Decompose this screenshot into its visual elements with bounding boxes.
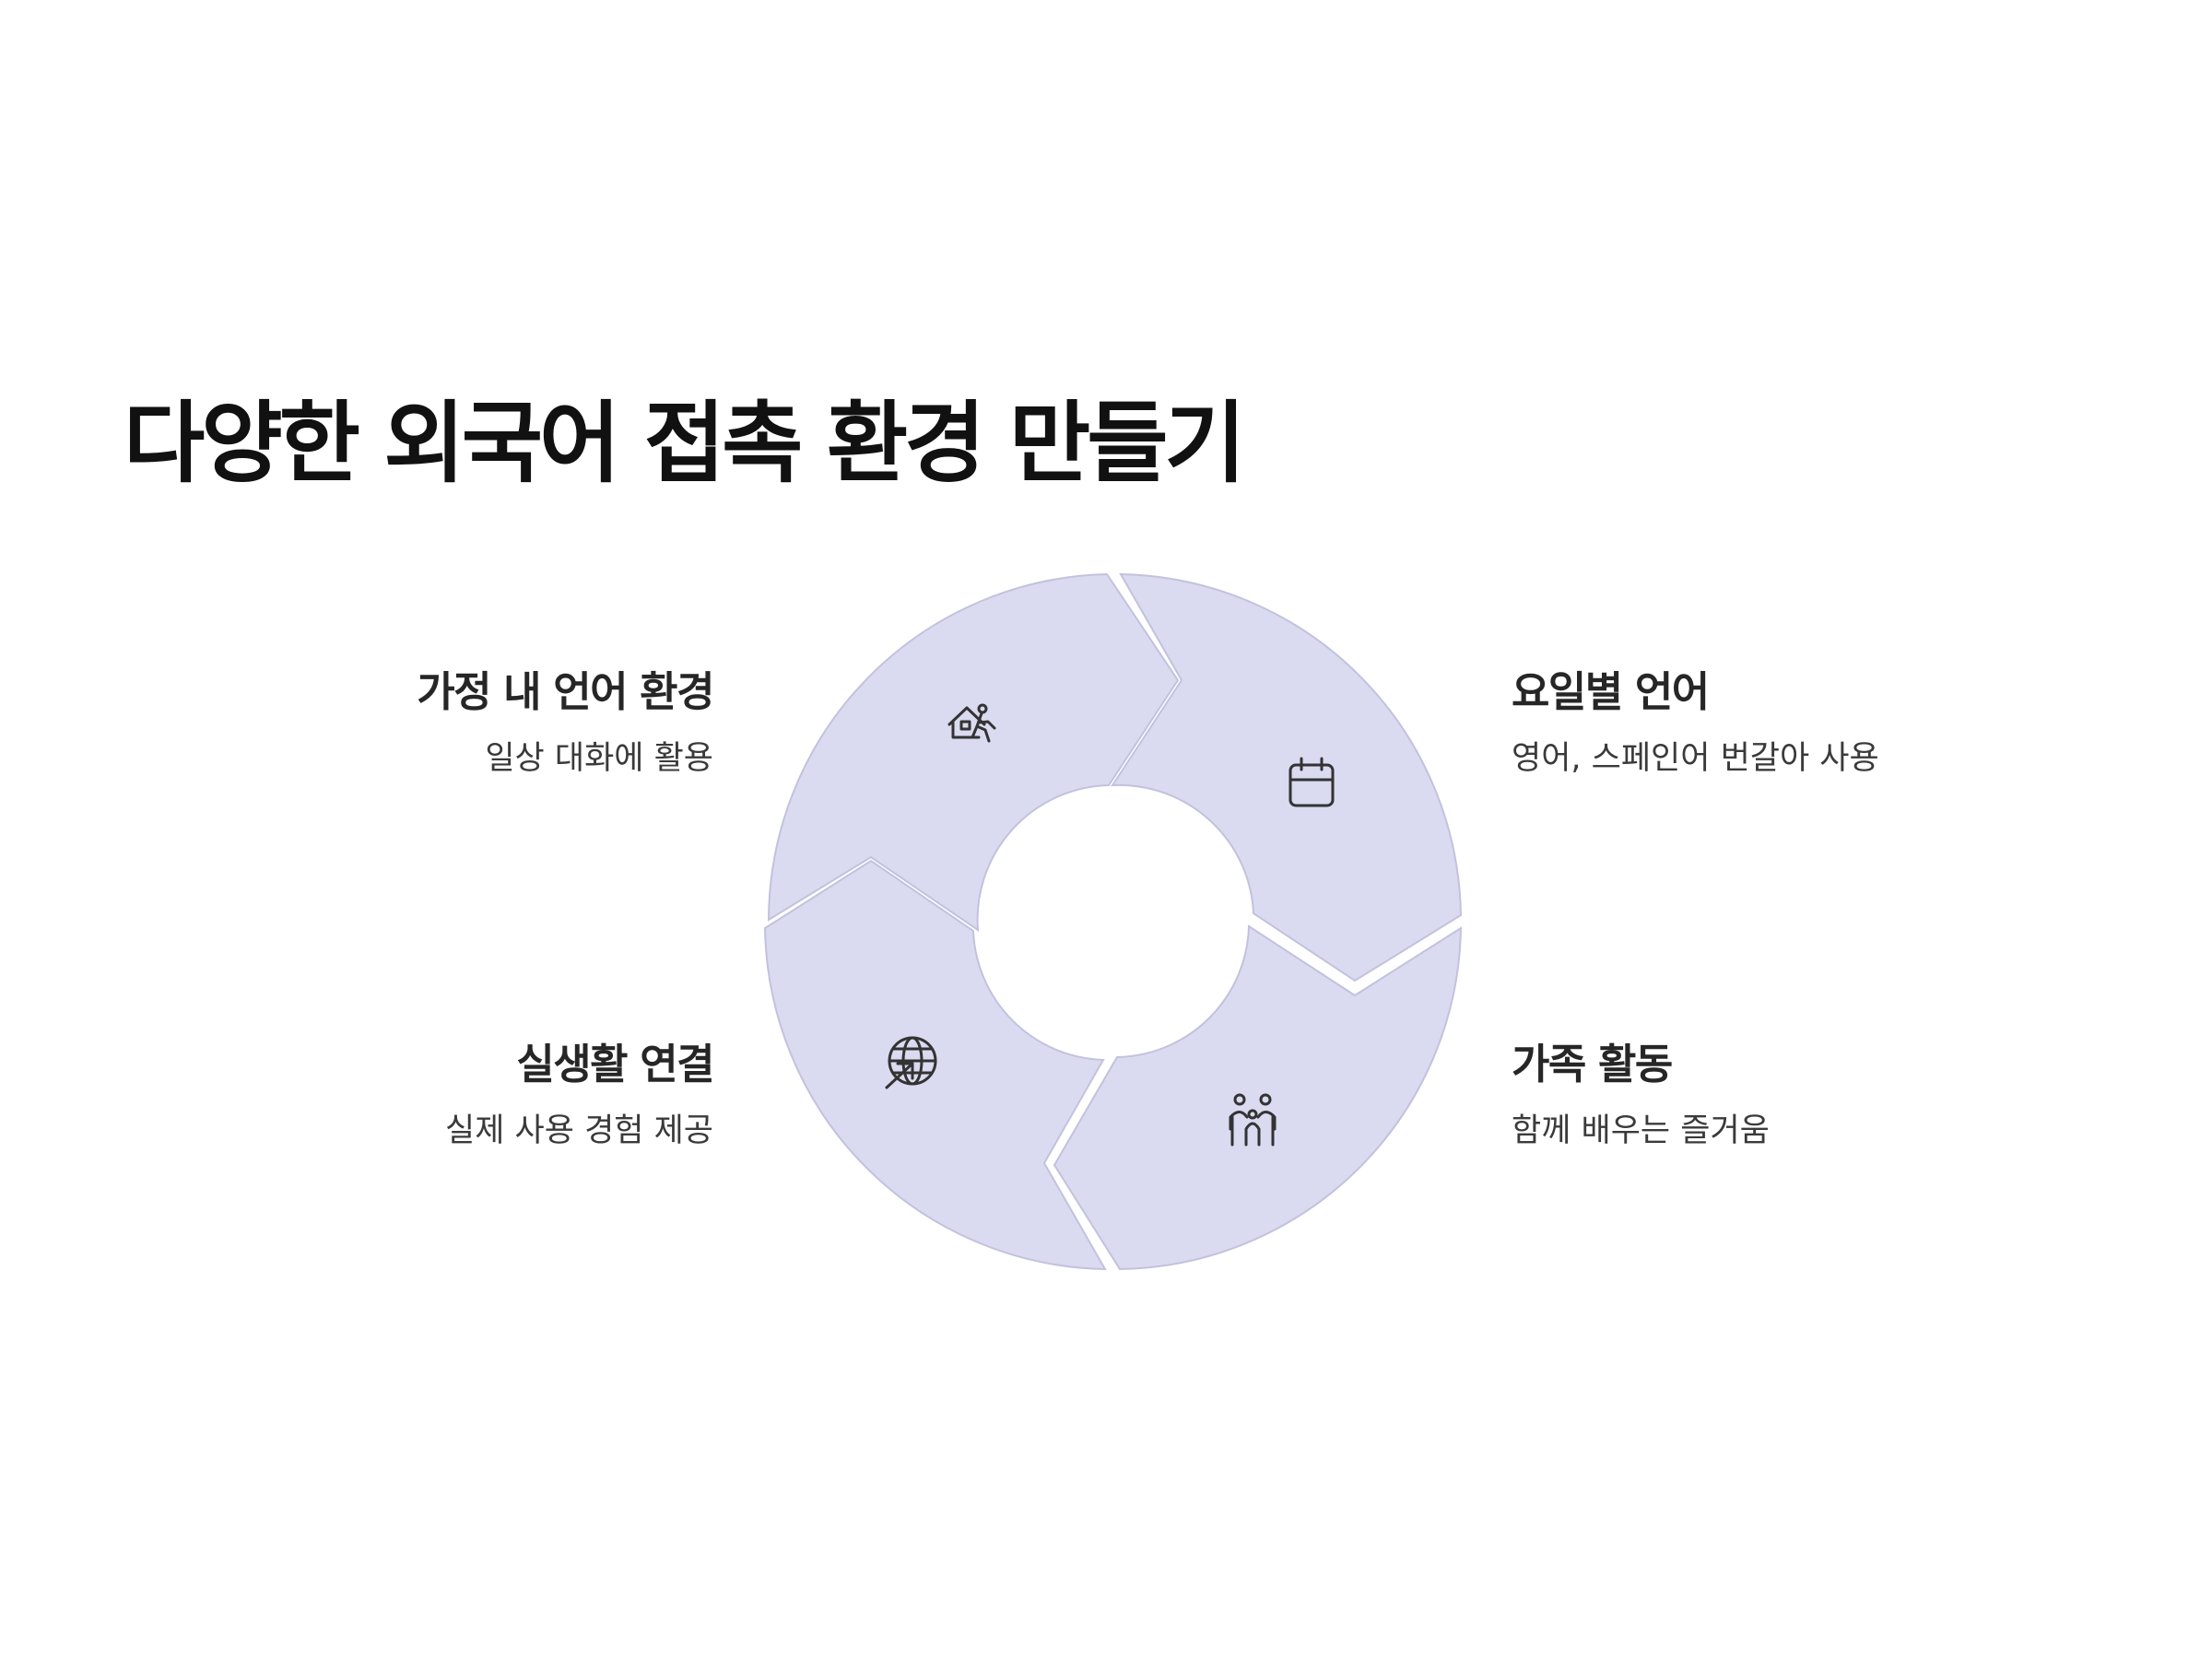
family-icon <box>1229 1093 1277 1147</box>
segment-top-right[interactable] <box>1111 572 1463 982</box>
label-title: 요일별 언어 <box>1512 667 1710 716</box>
label-title: 실생활 연결 <box>516 1040 714 1088</box>
label-description: 일상 대화에 활용 <box>485 740 713 777</box>
label-title: 가정 내 언어 환경 <box>417 667 714 716</box>
page-title: 다양한 외국어 접촉 환경 만들기 <box>124 392 1246 495</box>
segment-bottom-right[interactable] <box>1053 924 1463 1271</box>
label-description: 영어, 스페인어 번갈아 사용 <box>1512 740 1879 777</box>
globe-arrow-icon <box>885 1036 937 1089</box>
label-top-right: 요일별 언어 영어, 스페인어 번갈아 사용 <box>1512 667 2157 778</box>
calendar-icon <box>1288 757 1335 807</box>
label-bottom-left: 실생활 연결 실제 사용 경험 제공 <box>68 1040 714 1150</box>
label-top-left: 가정 내 언어 환경 일상 대화에 활용 <box>68 667 714 778</box>
label-bottom-right: 가족 활동 함께 배우는 즐거움 <box>1512 1040 2157 1150</box>
label-title: 가족 활동 <box>1512 1040 1673 1088</box>
segment-top-left[interactable] <box>767 572 1180 932</box>
label-description: 함께 배우는 즐거움 <box>1512 1112 1770 1149</box>
home-family-icon <box>947 703 996 743</box>
label-description: 실제 사용 경험 제공 <box>445 1112 713 1149</box>
